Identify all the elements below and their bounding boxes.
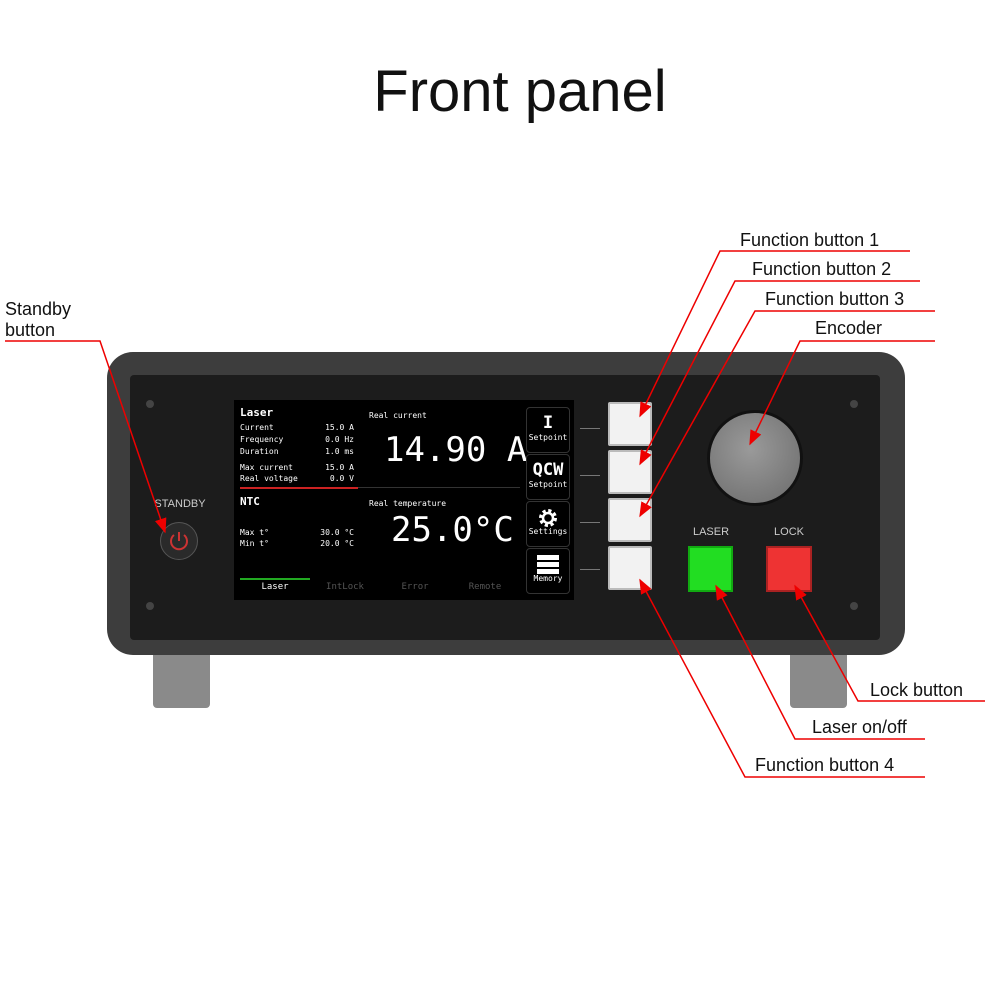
tick <box>580 475 600 476</box>
tab-laser[interactable]: Laser <box>261 582 289 592</box>
callout-encoder: Encoder <box>815 318 883 338</box>
tab-intlock[interactable]: IntLock <box>326 582 364 592</box>
standby-button[interactable] <box>160 522 198 560</box>
memory-icon <box>537 555 559 574</box>
softkey-memory[interactable]: Memory <box>526 548 570 594</box>
active-tab-indicator <box>240 578 310 580</box>
laser-label: LASER <box>692 526 730 538</box>
callout-function-button-2: Function button 2 <box>752 259 892 279</box>
real-temp-label: Real temperature <box>369 499 447 508</box>
callout-laser: Laser on/off <box>812 717 907 737</box>
callout-function-button-1: Function button 1 <box>740 230 880 250</box>
callout-lock: Lock button <box>870 680 964 700</box>
lock-button[interactable] <box>766 546 812 592</box>
laser-section-title: Laser <box>240 406 274 419</box>
encoder-knob[interactable] <box>707 410 803 506</box>
screw-icon <box>850 400 858 408</box>
callout-function-button-4: Function button 4 <box>755 755 895 775</box>
divider <box>358 487 520 488</box>
callout-standby: Standby button <box>5 299 72 340</box>
ntc-rows: Max t°30.0 °C Min t°20.0 °C <box>240 528 354 548</box>
softkey-settings[interactable]: Settings <box>526 501 570 547</box>
power-icon <box>170 532 188 551</box>
screw-icon <box>146 400 154 408</box>
tick <box>580 522 600 523</box>
device-foot <box>153 655 210 708</box>
tick <box>580 569 600 570</box>
callout-function-button-3: Function button 3 <box>765 289 905 309</box>
tick <box>580 428 600 429</box>
tab-remote[interactable]: Remote <box>468 582 502 592</box>
tab-error[interactable]: Error <box>401 582 429 592</box>
lock-label: LOCK <box>774 526 804 538</box>
standby-label: STANDBY <box>154 498 206 510</box>
laser-button[interactable] <box>688 546 733 592</box>
real-current-label: Real current <box>369 411 427 420</box>
gear-icon <box>539 509 557 527</box>
ntc-section-title: NTC <box>240 495 260 508</box>
real-current-value: 14.90 A <box>384 430 528 470</box>
page-title: Front panel <box>373 59 667 124</box>
real-temp-value: 25.0°C <box>391 510 514 550</box>
function-button-3[interactable] <box>608 498 652 542</box>
screw-icon <box>146 602 154 610</box>
screw-icon <box>850 602 858 610</box>
section-divider <box>240 487 358 489</box>
